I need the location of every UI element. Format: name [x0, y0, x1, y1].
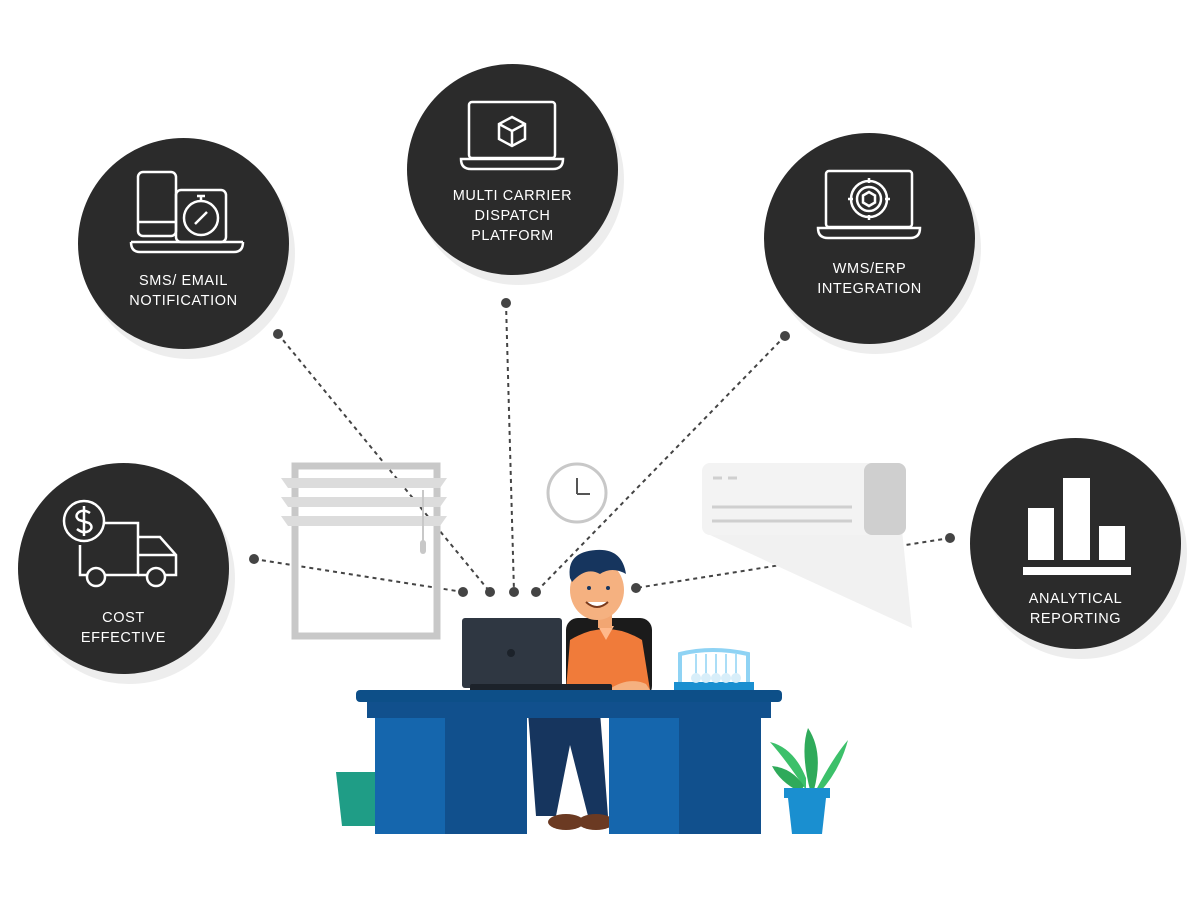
feature-label: ANALYTICAL REPORTING — [1028, 591, 1123, 627]
trash-bin-icon — [336, 772, 384, 826]
bar-chart-icon — [1023, 478, 1131, 575]
feature-cost-effective: COST EFFECTIVE — [18, 463, 229, 674]
connector-dispatch — [505, 302, 515, 593]
feature-label: SMS/ EMAIL NOTIFICATION — [129, 273, 238, 309]
window-icon — [281, 462, 447, 640]
person-illustration — [528, 549, 650, 830]
connector-reporting — [635, 537, 951, 589]
connector-wms — [535, 335, 786, 593]
laptop-target-icon — [816, 169, 922, 240]
feature-wms-erp-integration: WMS/ERP INTEGRATION — [764, 133, 975, 344]
air-conditioner-icon — [702, 463, 912, 628]
desk-illustration — [356, 690, 782, 834]
feature-analytical-reporting: ANALYTICAL REPORTING — [970, 438, 1181, 649]
feature-sms-email-notification: SMS/ EMAIL NOTIFICATION — [78, 138, 289, 349]
feature-label: COST EFFECTIVE — [80, 610, 167, 646]
feature-multi-carrier-dispatch-platform: MULTI CARRIER DISPATCH PLATFORM — [407, 64, 618, 275]
feature-label: WMS/ERP INTEGRATION — [817, 261, 922, 297]
dollar-truck-icon — [62, 499, 178, 588]
connector-lines — [253, 302, 951, 593]
plant-icon — [770, 728, 848, 834]
laptop-package-icon — [459, 100, 565, 171]
feature-label: MULTI CARRIER DISPATCH PLATFORM — [452, 188, 573, 244]
newtons-cradle-icon — [674, 648, 754, 691]
connector-dots — [249, 298, 955, 597]
clock-icon — [546, 462, 608, 524]
phone-stopwatch-icon — [129, 170, 245, 254]
connector-cost — [253, 558, 464, 593]
